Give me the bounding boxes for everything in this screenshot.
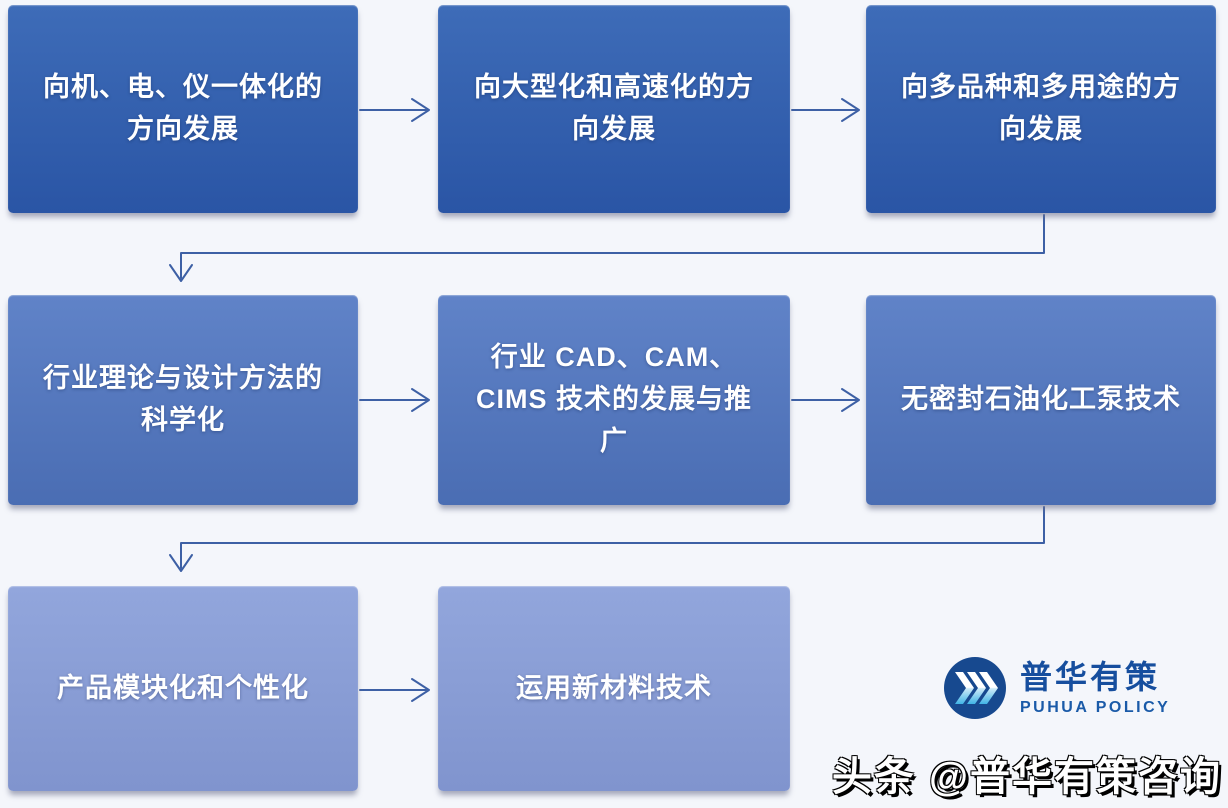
puhua-logo-text: 普华有策 PUHUA POLICY [1020, 659, 1170, 717]
flow-box-1: 向机、电、仪一体化的方向发展 [8, 5, 358, 213]
puhua-logo-mark-icon [944, 657, 1006, 719]
toutiao-watermark-text: 头条 @普华有策咨询 [831, 755, 1222, 799]
arrow-box1-to-box2 [359, 98, 430, 122]
puhua-logo-name-cn: 普华有策 [1020, 659, 1161, 696]
flow-box-6-label: 无密封石油化工泵技术 [901, 384, 1181, 415]
flow-box-2: 向大型化和高速化的方向发展 [438, 5, 790, 213]
flow-box-5-label: 行业 CAD、CAM、CIMS 技术的发展与推广 [475, 342, 752, 456]
flow-box-3-label: 向多品种和多用途的方向发展 [901, 72, 1181, 144]
flow-box-5: 行业 CAD、CAM、CIMS 技术的发展与推广 [438, 295, 790, 505]
flow-box-7-label: 产品模块化和个性化 [57, 672, 309, 703]
flow-box-3: 向多品种和多用途的方向发展 [866, 5, 1216, 213]
puhua-policy-logo: 普华有策 PUHUA POLICY [942, 655, 1170, 721]
elbow-arrow-box3-to-box4 [169, 214, 1045, 282]
flow-box-8: 运用新材料技术 [438, 586, 790, 791]
flow-box-6: 无密封石油化工泵技术 [866, 295, 1216, 505]
flow-box-4: 行业理论与设计方法的科学化 [8, 295, 358, 505]
flow-box-1-label: 向机、电、仪一体化的方向发展 [43, 72, 323, 144]
flow-box-2-label: 向大型化和高速化的方向发展 [474, 72, 754, 144]
flow-box-7: 产品模块化和个性化 [8, 586, 358, 791]
elbow-arrow-box6-to-box7 [169, 506, 1045, 572]
flow-box-8-label: 运用新材料技术 [516, 672, 712, 703]
puhua-logo-name-en: PUHUA POLICY [1020, 698, 1171, 716]
arrow-box7-to-box8 [359, 678, 430, 702]
arrow-box5-to-box6 [791, 388, 860, 412]
flow-box-4-label: 行业理论与设计方法的科学化 [43, 363, 323, 435]
arrow-box4-to-box5 [359, 388, 430, 412]
arrow-box2-to-box3 [791, 98, 860, 122]
